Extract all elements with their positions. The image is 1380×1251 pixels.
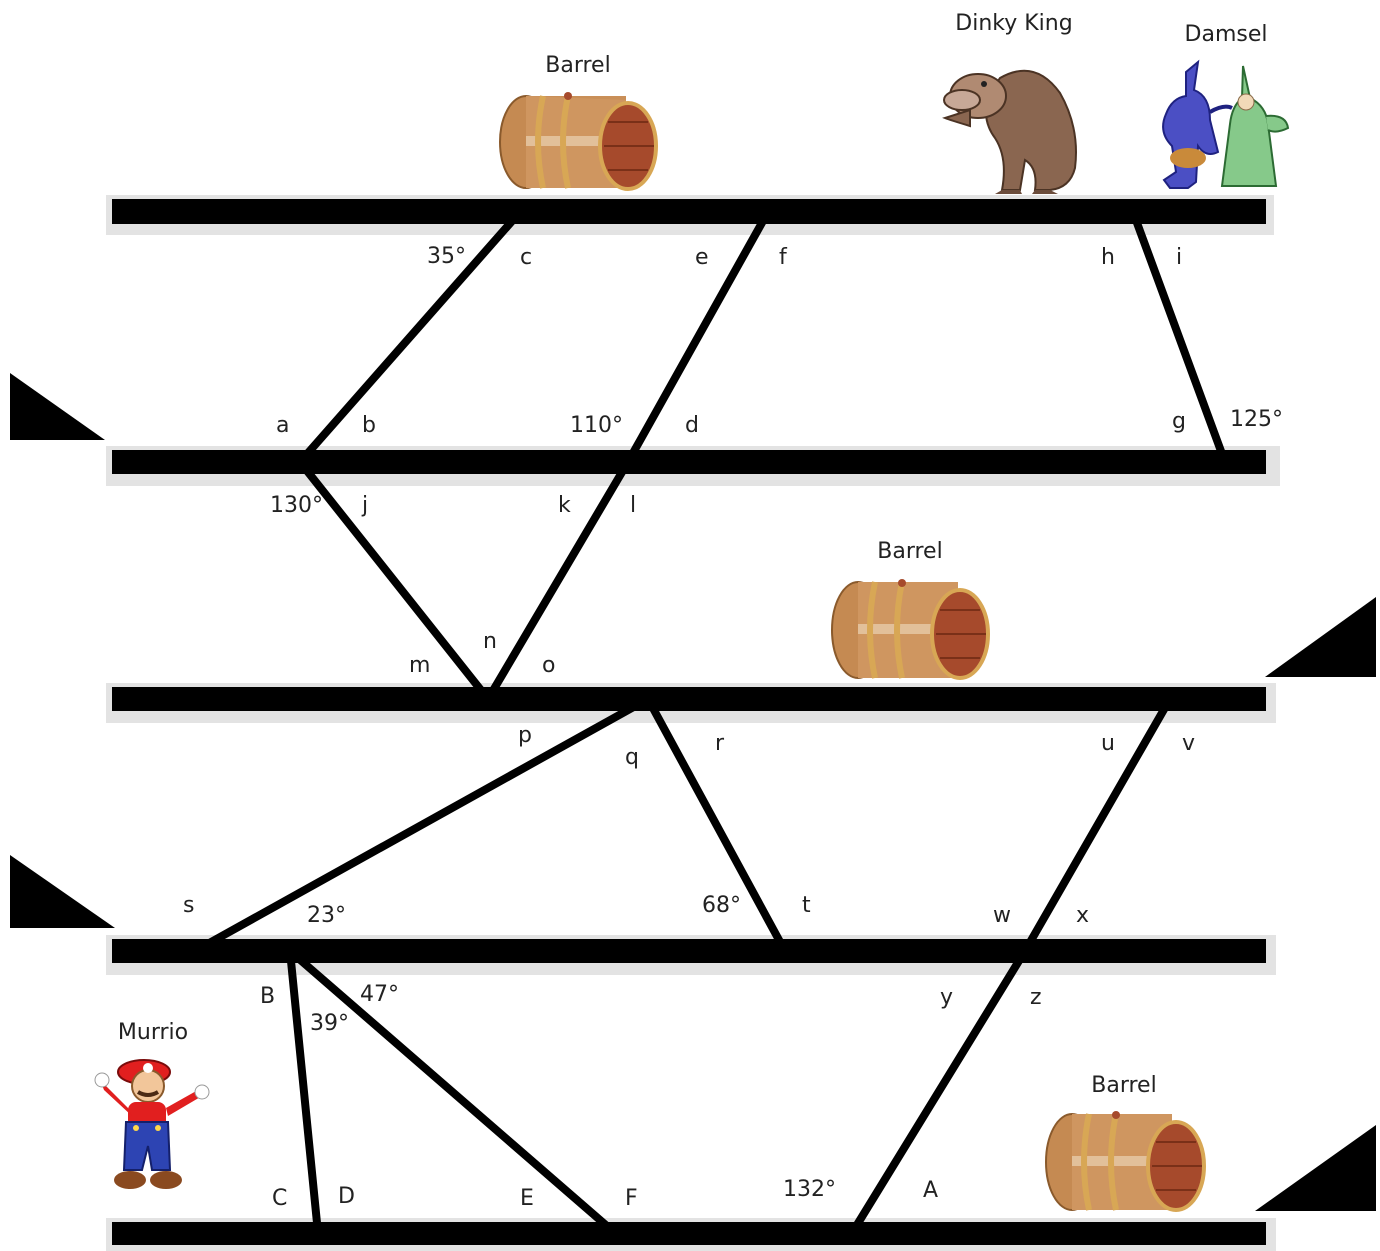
- barrel-bottom-image: [1045, 1111, 1206, 1212]
- barrel-top-title: Barrel: [545, 53, 610, 78]
- ladders: [191, 208, 1229, 1237]
- ramps: [10, 373, 1376, 1211]
- point-label-o: o: [542, 653, 555, 678]
- point-label-b: b: [362, 413, 376, 438]
- point-label-h: h: [1101, 245, 1115, 270]
- beam-2: [112, 450, 1266, 474]
- beam-3: [112, 687, 1266, 711]
- murrio-title: Murrio: [118, 1020, 188, 1045]
- ramp-left-lower: [10, 855, 115, 928]
- beam-1: [112, 199, 1266, 224]
- angle-labels: 35° 110° 125° 130° 23° 68° 47° 39° 132°: [270, 244, 1283, 1202]
- angle-label-68: 68°: [702, 893, 741, 918]
- murrio-image: [94, 1059, 210, 1189]
- point-label-d: d: [685, 413, 699, 438]
- point-label-t: t: [802, 893, 811, 918]
- damsel-title: Damsel: [1185, 22, 1268, 47]
- point-label-p: p: [518, 723, 532, 748]
- ladder-j-n: [296, 458, 492, 703]
- angle-label-110: 110°: [570, 413, 623, 438]
- point-label-s: s: [183, 893, 194, 918]
- point-label-D: D: [338, 1184, 355, 1209]
- point-label-B: B: [260, 984, 275, 1009]
- ladder-r-t: [644, 695, 789, 955]
- ladder-g-i: [1129, 208, 1229, 466]
- point-label-C: C: [272, 1186, 287, 1211]
- ladder-a-c: [296, 208, 524, 466]
- ladder-b-d: [286, 947, 322, 1237]
- point-label-F: F: [625, 1186, 638, 1211]
- beam-5: [112, 1222, 1266, 1245]
- angle-label-23: 23°: [307, 903, 346, 928]
- point-label-x: x: [1076, 903, 1089, 928]
- ramp-right-lower: [1255, 1125, 1376, 1211]
- point-label-A: A: [923, 1178, 938, 1203]
- point-label-u: u: [1101, 731, 1115, 756]
- point-label-c: c: [520, 245, 532, 270]
- barrel-bottom-title: Barrel: [1091, 1073, 1156, 1098]
- point-label-v: v: [1182, 731, 1195, 756]
- angle-label-39: 39°: [310, 1011, 349, 1036]
- angle-label-35: 35°: [427, 244, 466, 269]
- ladder-z-a: [848, 947, 1029, 1237]
- angle-label-125: 125°: [1230, 407, 1283, 432]
- point-label-z: z: [1030, 985, 1042, 1010]
- point-label-e: e: [695, 245, 709, 270]
- dinky-king-title: Dinky King: [955, 11, 1072, 36]
- ladder-l-n: [484, 458, 632, 703]
- point-label-a: a: [276, 413, 289, 438]
- angle-label-132: 132°: [783, 1177, 836, 1202]
- angle-label-130: 130°: [270, 493, 323, 518]
- point-label-r: r: [715, 731, 725, 756]
- damsel-image: [1162, 59, 1290, 189]
- point-label-j: j: [361, 493, 368, 518]
- point-label-l: l: [630, 493, 636, 518]
- angle-label-47: 47°: [360, 982, 399, 1007]
- point-label-q: q: [625, 745, 639, 770]
- barrel-middle-title: Barrel: [877, 539, 942, 564]
- point-label-n: n: [483, 629, 497, 654]
- ladder-b-f: [286, 947, 619, 1237]
- point-label-f: f: [779, 245, 788, 270]
- ladder-u-x: [1021, 695, 1174, 955]
- barrel-top-image: [499, 92, 658, 191]
- point-label-m: m: [409, 653, 430, 678]
- character-titles: Barrel Dinky King Damsel Barrel Murrio B…: [118, 11, 1268, 1098]
- ladder-d-f: [624, 208, 772, 466]
- point-label-y: y: [940, 985, 953, 1010]
- dinky-king-image: [942, 69, 1077, 194]
- beam-4: [112, 939, 1266, 963]
- barrel-middle-image: [831, 579, 990, 680]
- ramp-right-upper: [1265, 597, 1376, 677]
- point-labels: a b c d e f g h i j k l m n o p q r s t …: [183, 245, 1195, 1211]
- point-label-g: g: [1172, 409, 1186, 434]
- point-label-E: E: [520, 1186, 534, 1211]
- point-label-w: w: [993, 903, 1011, 928]
- ramp-left-upper: [10, 373, 105, 440]
- point-label-k: k: [558, 493, 571, 518]
- point-label-i: i: [1176, 245, 1182, 270]
- ladder-p-s: [191, 695, 652, 955]
